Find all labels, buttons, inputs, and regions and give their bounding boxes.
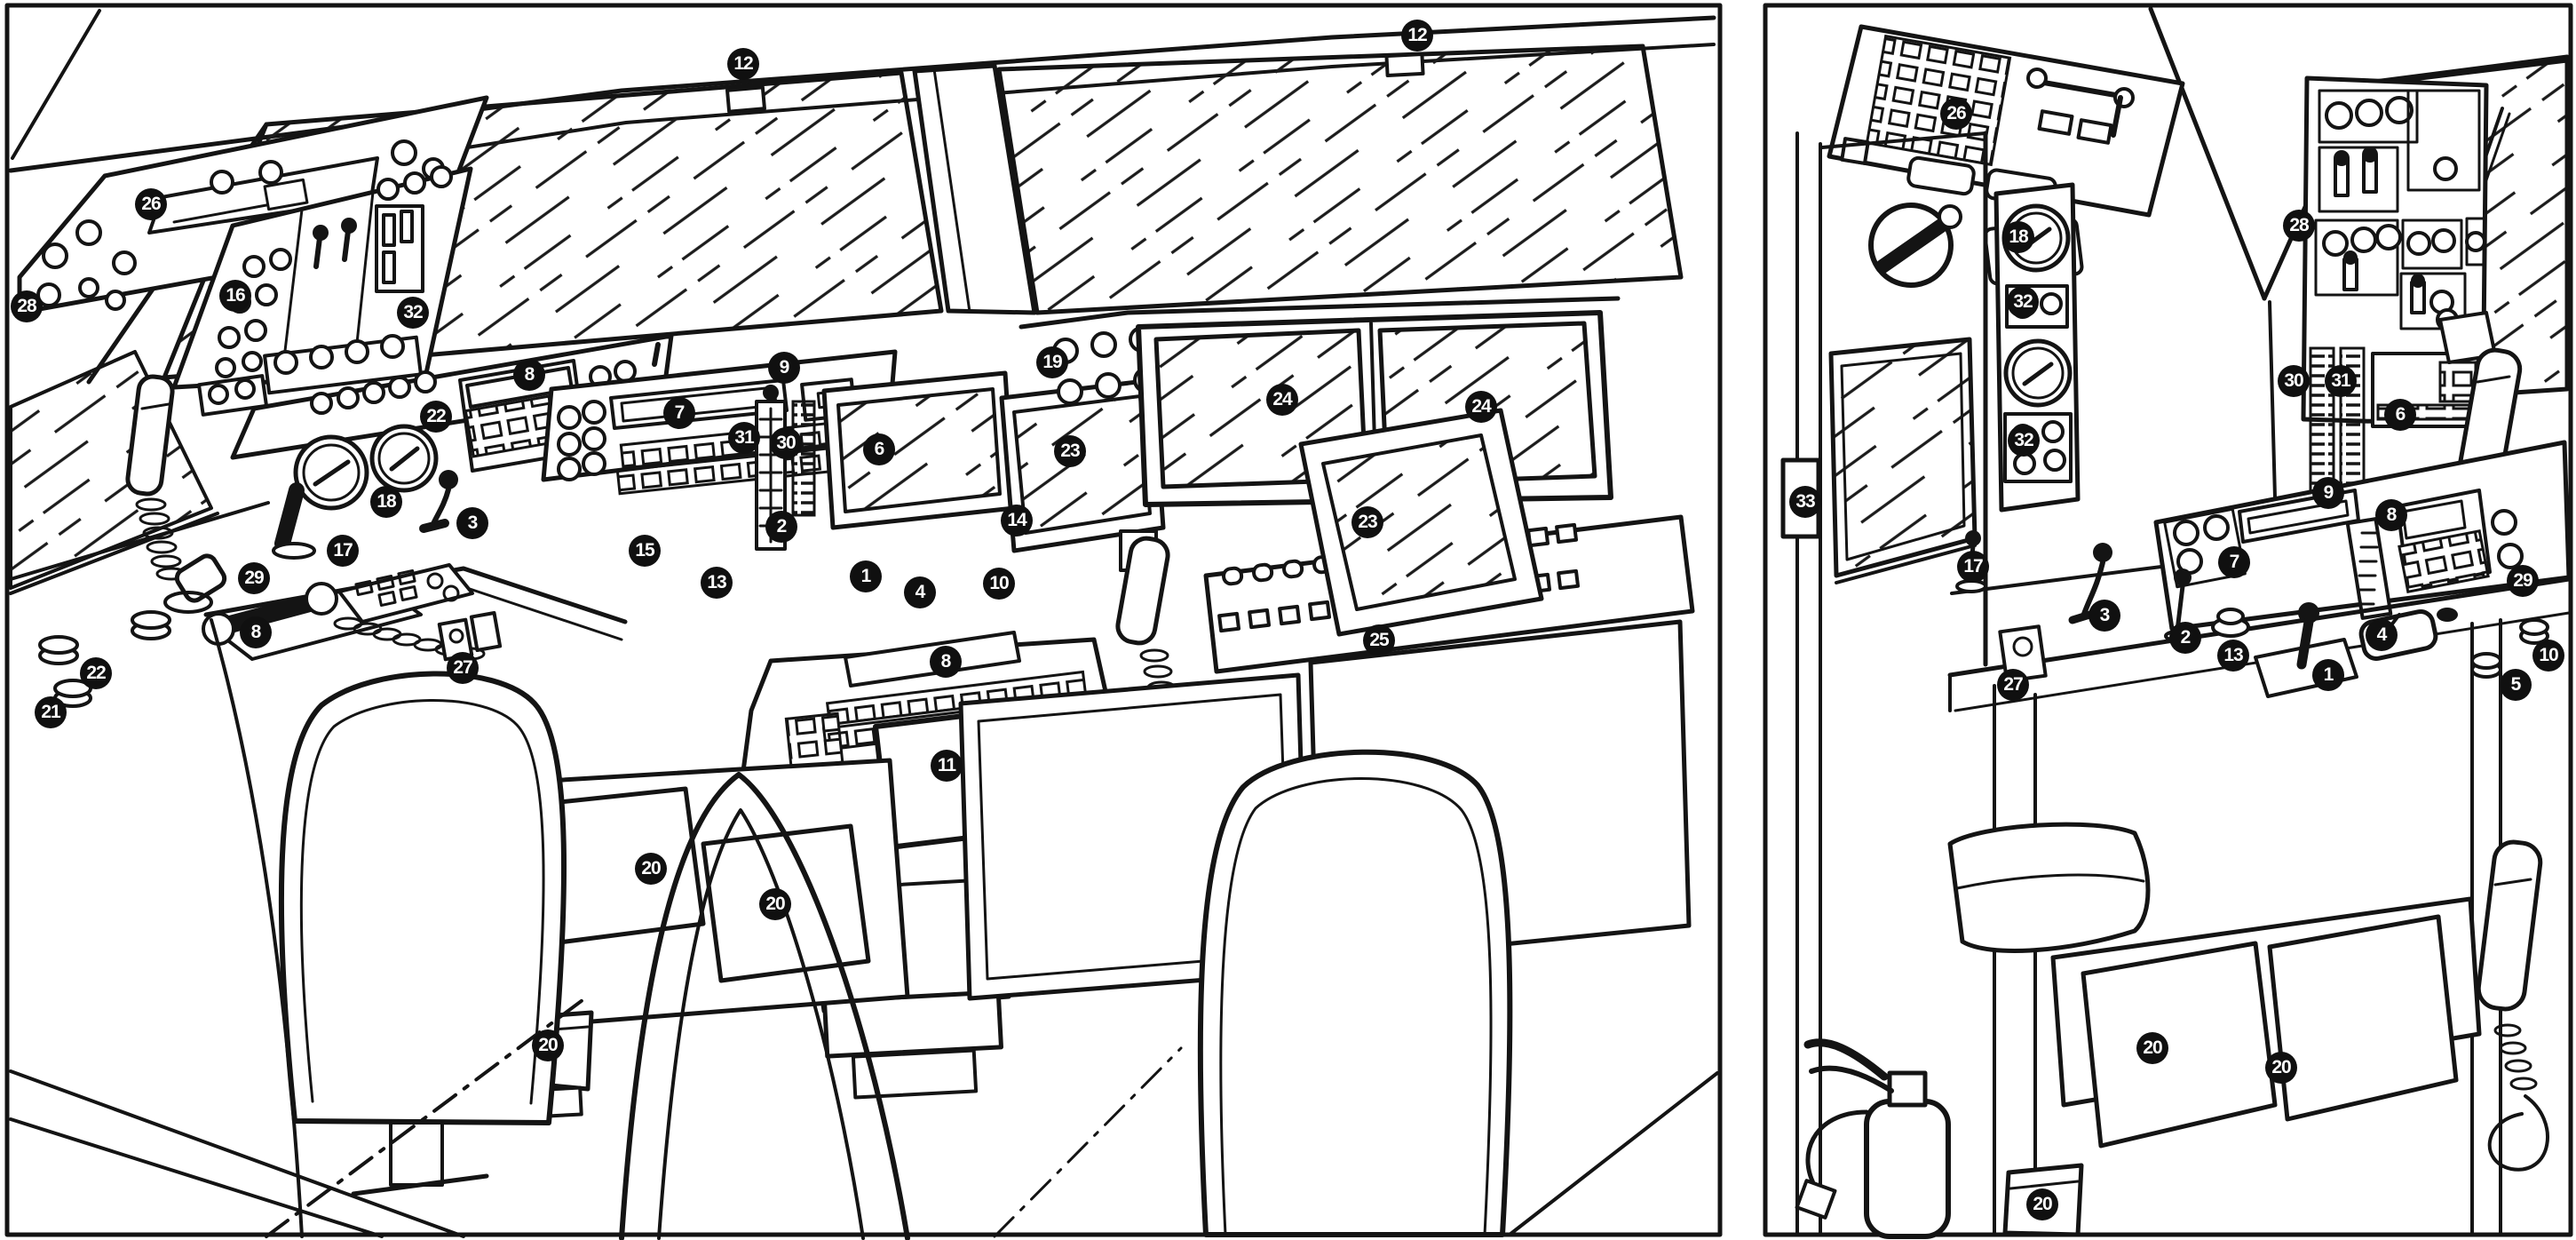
callout-30: 30	[2278, 365, 2310, 397]
callout-8: 8	[513, 359, 545, 391]
callout-5: 5	[2500, 669, 2532, 701]
callout-3: 3	[456, 507, 488, 539]
callout-20: 20	[635, 853, 667, 885]
callout-32: 32	[2007, 286, 2039, 318]
callout-9: 9	[2312, 477, 2344, 509]
callout-17: 17	[1957, 551, 1989, 583]
callout-12: 12	[727, 48, 759, 80]
callout-21: 21	[35, 696, 67, 728]
callout-11: 11	[931, 750, 963, 782]
callout-26: 26	[1940, 98, 1972, 130]
cab-front-illustration	[4, 3, 1723, 1240]
callout-2: 2	[765, 511, 797, 543]
callout-20: 20	[532, 1029, 564, 1061]
callout-3: 3	[2089, 600, 2120, 632]
callout-20: 20	[2265, 1052, 2297, 1084]
callout-12: 12	[1401, 20, 1433, 52]
callout-29: 29	[2507, 565, 2539, 597]
cab-side-illustration	[1763, 3, 2573, 1239]
callout-23: 23	[1351, 506, 1383, 538]
callout-17: 17	[327, 535, 359, 567]
callout-13: 13	[2217, 640, 2249, 672]
callout-4: 4	[2366, 619, 2398, 651]
callout-27: 27	[447, 652, 479, 684]
callout-1: 1	[2312, 659, 2344, 691]
callout-18: 18	[2002, 221, 2034, 253]
callout-24: 24	[1465, 391, 1497, 423]
callout-1: 1	[850, 560, 882, 592]
callout-7: 7	[663, 397, 695, 429]
callout-26: 26	[135, 188, 167, 220]
callout-15: 15	[629, 535, 661, 567]
callout-31: 31	[728, 422, 760, 454]
callout-30: 30	[770, 427, 802, 459]
callout-6: 6	[863, 433, 895, 465]
callout-8: 8	[2375, 499, 2407, 531]
callout-20: 20	[2026, 1188, 2058, 1220]
callout-24: 24	[1266, 384, 1298, 416]
callout-10: 10	[983, 568, 1015, 600]
callout-19: 19	[1036, 346, 1068, 378]
callout-33: 33	[1789, 486, 1821, 518]
callout-8: 8	[240, 616, 272, 648]
callout-14: 14	[1001, 505, 1033, 537]
callout-20: 20	[759, 888, 791, 920]
callout-31: 31	[2325, 365, 2357, 397]
callout-20: 20	[2136, 1032, 2168, 1064]
callout-28: 28	[11, 290, 43, 322]
callout-6: 6	[2384, 399, 2416, 431]
callout-22: 22	[80, 657, 112, 689]
callout-9: 9	[768, 352, 800, 384]
callout-10: 10	[2532, 640, 2564, 672]
callout-22: 22	[420, 401, 452, 433]
callout-28: 28	[2283, 210, 2315, 242]
callout-8: 8	[930, 646, 962, 678]
callout-16: 16	[219, 280, 251, 312]
callout-23: 23	[1054, 435, 1086, 467]
callout-32: 32	[2008, 425, 2040, 457]
callout-29: 29	[238, 562, 270, 594]
callout-2: 2	[2169, 622, 2201, 654]
callout-18: 18	[370, 486, 402, 518]
callout-7: 7	[2218, 546, 2250, 578]
callout-27: 27	[1997, 669, 2029, 701]
callout-32: 32	[397, 297, 429, 329]
callout-13: 13	[701, 567, 733, 599]
callout-25: 25	[1363, 624, 1395, 656]
callout-4: 4	[904, 576, 936, 608]
